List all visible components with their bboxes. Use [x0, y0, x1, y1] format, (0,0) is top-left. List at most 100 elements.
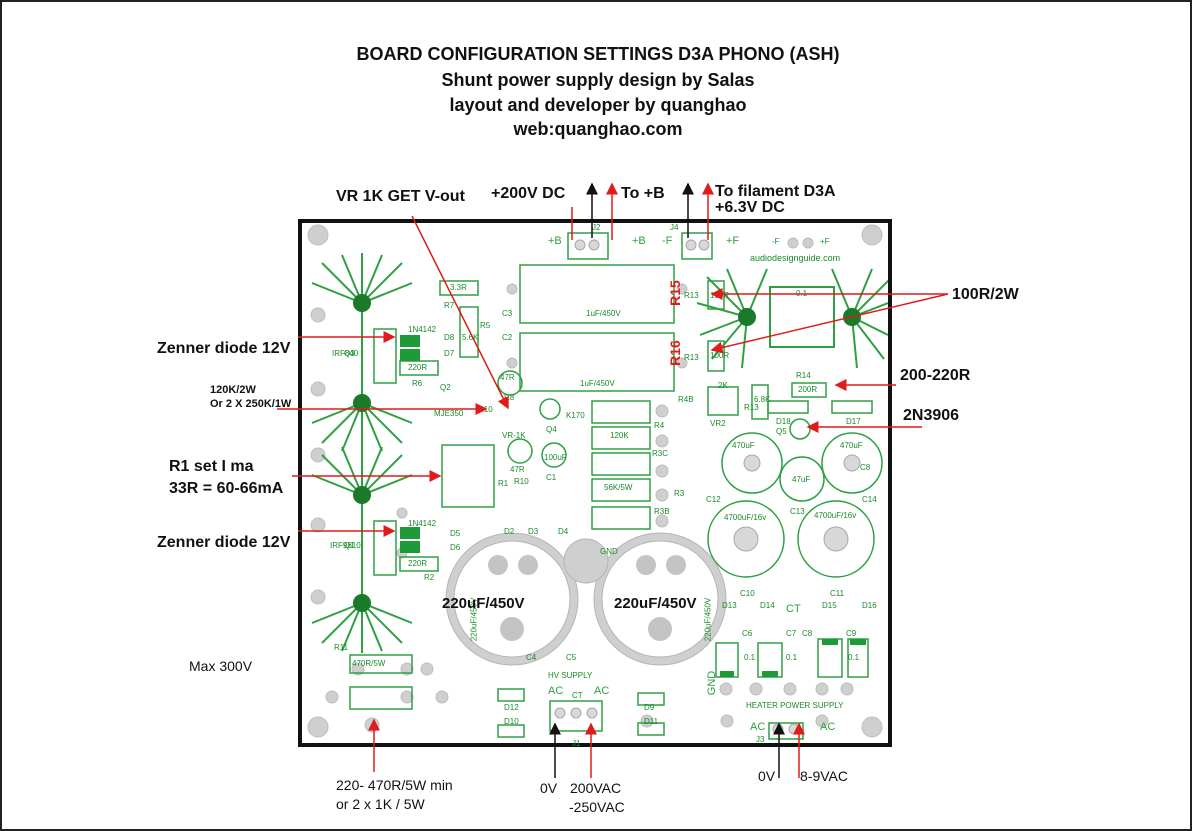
label-d12: D12: [504, 703, 519, 712]
label-c5: C5: [566, 653, 577, 662]
callout-r1-line2: 33R = 60-66mA: [169, 480, 284, 497]
callout-250vac: -250VAC: [569, 799, 625, 815]
label-k170: K170: [566, 411, 585, 420]
callout-120k-line1: 120K/2W: [210, 384, 256, 396]
callout-0v-heater: 0V: [758, 768, 776, 784]
label-d7: D7: [444, 349, 455, 358]
label-100uf: 100uF: [544, 453, 567, 462]
label-d6: D6: [450, 543, 461, 552]
label-4700uf-a: 4700uF/16v: [724, 513, 767, 522]
label-cap-0-1-c: 0.1: [848, 653, 860, 662]
callout-100r-2w: 100R/2W: [952, 286, 1019, 303]
label-r7-val: 3.3R: [450, 283, 467, 292]
label-r14: R14: [796, 371, 811, 380]
label-r3c: R3C: [652, 449, 669, 458]
label-hv-supply: HV SUPPLY: [548, 671, 593, 680]
label-c13: C13: [790, 507, 805, 516]
label-j1: J1: [572, 739, 581, 748]
label-56k: 56K/5W: [604, 483, 633, 492]
label-470uf-a: 470uF: [732, 441, 755, 450]
label-c7: C7: [786, 629, 797, 638]
label-r14-val: 200R: [798, 385, 818, 394]
label-d4: D4: [558, 527, 569, 536]
label-ac-1: AC: [548, 685, 564, 697]
label-heater-supply: HEATER POWER SUPPLY: [746, 701, 844, 710]
label-ct-2: CT: [786, 603, 801, 615]
heatsink-right: [696, 268, 888, 369]
label-d10: D10: [504, 717, 519, 726]
callout-6v3: +6.3V DC: [715, 199, 785, 216]
label-q5: Q5: [776, 427, 787, 436]
label-plus-b-left: +B: [548, 235, 562, 247]
title-line-1: BOARD CONFIGURATION SETTINGS D3A PHONO (…: [356, 44, 840, 64]
label-470uf-b: 470uF: [840, 441, 863, 450]
label-r13-b: R13: [684, 353, 699, 362]
label-ac-2: AC: [594, 685, 610, 697]
callout-r1-line1: R1 set I ma: [169, 458, 254, 475]
label-r13-c: R13: [744, 403, 759, 412]
callout-to-b: To +B: [621, 185, 665, 202]
label-r11-val: 470R/5W: [352, 659, 386, 668]
label-47r-b: 47R: [510, 465, 525, 474]
label-47r-a: 47R: [500, 373, 515, 382]
label-c12: C12: [706, 495, 721, 504]
pcb-board: audiodesignguide.com +B +B -F +F -F +F J…: [298, 219, 892, 748]
label-vr2: VR2: [710, 419, 726, 428]
callout-0v-hv: 0V: [540, 780, 558, 796]
label-r8: R8: [504, 393, 515, 402]
label-r5: R5: [480, 321, 491, 330]
label-plus-f-2: +F: [820, 237, 830, 246]
label-1n4142-b: 1N4142: [408, 519, 437, 528]
board-website: audiodesignguide.com: [750, 253, 841, 263]
callout-vr: VR 1K GET V-out: [336, 188, 465, 205]
label-r3: R3: [674, 489, 685, 498]
label-r11: R11: [334, 643, 349, 652]
label-ct-1: CT: [572, 691, 583, 700]
label-d9: D9: [644, 703, 655, 712]
label-d3: D3: [528, 527, 539, 536]
label-c4: C4: [526, 653, 537, 662]
label-120k: 120K: [610, 431, 629, 440]
label-d2: D2: [504, 527, 515, 536]
label-d15: D15: [822, 601, 837, 610]
label-c1: C1: [546, 473, 557, 482]
label-cap-0-1-b: 0.1: [786, 653, 798, 662]
label-r2-val: 220R: [408, 559, 428, 568]
callout-zener-bottom: Zenner diode 12V: [157, 534, 291, 551]
heatsink-screws: [353, 294, 861, 612]
label-c3: C3: [502, 309, 513, 318]
label-j2: J2: [592, 223, 601, 232]
label-2k: 2K: [718, 381, 728, 390]
label-d8: D8: [444, 333, 455, 342]
callout-200v: +200V DC: [491, 185, 566, 202]
label-r6: R6: [412, 379, 423, 388]
zener-and-diode-bodies: [400, 335, 866, 677]
label-d13: D13: [722, 601, 737, 610]
label-c8-b: C8: [802, 629, 813, 638]
label-d14: D14: [760, 601, 775, 610]
callout-to-filament: To filament D3A: [715, 183, 836, 200]
label-cap-450-1: 1uF/450V: [586, 309, 621, 318]
callout-200vac: 200VAC: [570, 780, 622, 796]
label-minus-f: -F: [662, 235, 673, 247]
label-d16: D16: [862, 601, 877, 610]
mounting-holes: [307, 224, 883, 738]
label-mje350: MJE350: [434, 409, 464, 418]
label-r10-b: R10: [514, 477, 529, 486]
callout-200-220r: 200-220R: [900, 367, 971, 384]
label-100r-b: 100R: [710, 351, 730, 360]
label-r4: R4: [654, 421, 665, 430]
label-irf9610: IRF9610: [330, 541, 361, 550]
title-line-2: Shunt power supply design by Salas: [441, 70, 755, 90]
label-220uf-left: 220uF/450V: [442, 595, 525, 612]
label-j4: J4: [670, 223, 679, 232]
pcb-artwork: [307, 224, 888, 740]
big-cap-pads: [488, 555, 686, 641]
label-r4b: R4B: [678, 395, 694, 404]
callout-r470-line1: 220- 470R/5W min: [336, 777, 453, 793]
label-r7: R7: [444, 301, 455, 310]
label-gnd-1: GND: [600, 547, 618, 556]
label-r5-val: 5.6K: [462, 333, 479, 342]
label-r1: R1: [498, 479, 509, 488]
